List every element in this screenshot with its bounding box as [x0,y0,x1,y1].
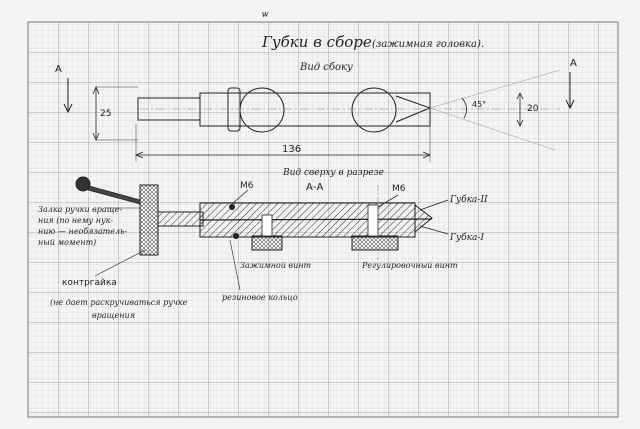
dim-length: 136 [282,144,301,155]
thread-right: М6 [392,184,406,194]
rubber-ring-label: резиновое кольцо [222,293,298,302]
handle-note: Залка ручки враще- ния (по нему нук- нию… [38,205,127,247]
drawing-subtitle: (зажимная головка). [372,39,484,50]
locknut-note-line: (не дает раскручиваться ручке [50,298,188,307]
top-view-label: Вид сверху в разрезе [282,168,384,178]
sheet-border [27,21,619,418]
angle-label: 45° [472,100,486,109]
section-mark-left: А [55,64,62,75]
handle-note-line: ный момент) [38,238,96,247]
dim-tip: 20 [527,104,539,114]
section-arrow-right [565,99,575,110]
handle-note-line: ния (по нему нук- [38,216,113,225]
locknut-note-line: вращения [92,311,135,320]
jaw-upper-label: Губка-II [449,194,488,205]
thread-left: М6 [240,181,254,191]
adjust-screw-label: Регулировочный винт [361,261,458,270]
section-arrow-left [63,103,73,114]
clamp-screw-label: Зажимной винт [240,261,311,270]
section-view [75,176,449,291]
section-mark-right: А [570,58,577,69]
side-view-label: Вид сбоку [299,62,353,73]
locknut-label: контргайка [62,278,117,288]
corner-mark: ѡ [262,9,269,20]
dim-height: 25 [100,109,111,119]
side-view: 25 45° 20 136 [92,69,561,162]
handle-note-line: Залка ручки враще- [38,205,122,214]
handle-note-line: нию — необязатель- [38,227,127,236]
section-label: А-А [306,182,323,193]
jaw-lower-label: Губка-I [449,232,484,243]
drawing-title: Губки в сборе [261,33,372,51]
